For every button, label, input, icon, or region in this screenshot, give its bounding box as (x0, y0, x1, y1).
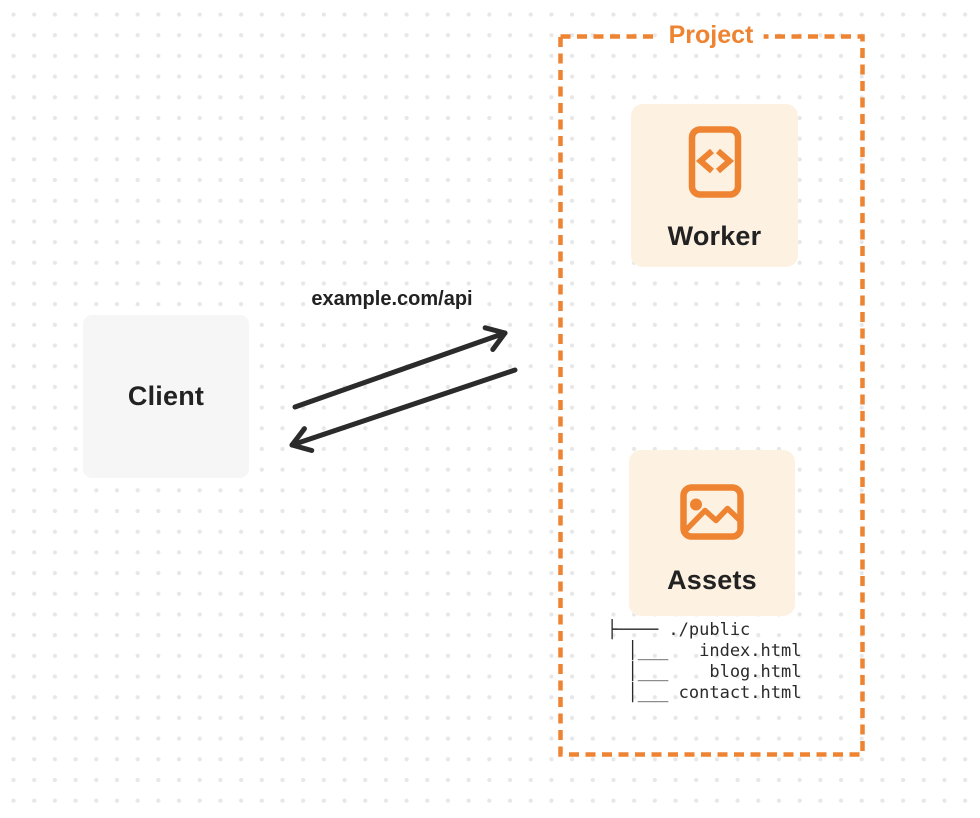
assets-node: Assets (629, 450, 795, 616)
file-tree-line: │___ contact.html (607, 683, 802, 703)
request-arrow (292, 325, 508, 410)
assets-file-tree: ├──── ./public │___ index.html │___ blog… (607, 620, 801, 704)
file-tree-root-line: ├──── ./public (607, 620, 751, 640)
request-url-label: example.com/api (311, 288, 473, 310)
client-node: Client (83, 315, 249, 478)
response-arrow (289, 367, 518, 453)
worker-node: Worker (631, 104, 798, 267)
file-tree-line: │___ blog.html (607, 662, 802, 682)
worker-label: Worker (667, 221, 762, 251)
code-file-icon (688, 126, 741, 198)
image-icon (680, 484, 744, 540)
client-label: Client (127, 381, 205, 411)
file-tree-line: │___ index.html (607, 641, 802, 661)
project-group-label: Project (658, 20, 764, 50)
assets-label: Assets (667, 565, 757, 595)
